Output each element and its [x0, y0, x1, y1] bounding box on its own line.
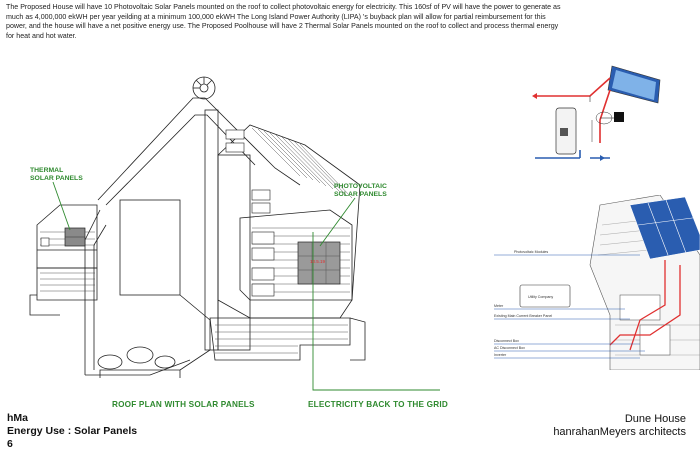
ac-disconnect-text: AC Disconnect Box [494, 346, 525, 350]
pv-modules-text: Photovoltaic Modules [514, 250, 548, 254]
intro-paragraph: The Proposed House will have 10 Photovol… [6, 3, 561, 40]
pv-panel-array [297, 241, 341, 285]
utility-meter-icon [519, 284, 571, 308]
project-name: Dune House [624, 413, 686, 425]
meter-text: Meter [494, 304, 504, 308]
thermal-label-line1: THERMAL [30, 167, 64, 174]
pv-label-line1: PHOTOVOLTAIC [334, 183, 387, 190]
panel-tag: 10.5.19 [310, 259, 326, 264]
water-tank-icon [555, 107, 577, 155]
grid-caption: ELECTRICITY BACK TO THE GRID [308, 400, 448, 409]
thermal-collector-icon [607, 65, 661, 104]
pv-label-line2: SOLAR PANELS [334, 191, 387, 198]
utility-company-text: Utility Company [528, 295, 553, 299]
firm-short: hMa [7, 412, 28, 424]
breaker-panel-text: Existing Main Current Breaker Panel [494, 314, 552, 318]
sheet-title: Energy Use : Solar Panels [7, 425, 138, 437]
pv-modules-icon [629, 196, 700, 260]
photovoltaic-panels-label: PHOTOVOLTAIC SOLAR PANELS [334, 183, 387, 199]
pv-system-cutaway-diagram: Photovoltaic Modules Utility Company Met… [494, 195, 700, 370]
thermal-panels-label: THERMAL SOLAR PANELS [30, 167, 83, 183]
pump-controller-icon [614, 112, 624, 122]
sheet-number: 6 [7, 438, 13, 450]
thermal-label-line2: SOLAR PANELS [30, 175, 83, 182]
thermal-panel [64, 227, 86, 247]
solar-water-heater-diagram [532, 65, 661, 161]
firm-name: hanrahanMeyers architects [553, 426, 686, 438]
roof-plan-caption: ROOF PLAN WITH SOLAR PANELS [112, 400, 255, 409]
disconnect-box-text: Disconnect Box [494, 339, 519, 343]
inverter-text: Inverter [494, 353, 507, 357]
